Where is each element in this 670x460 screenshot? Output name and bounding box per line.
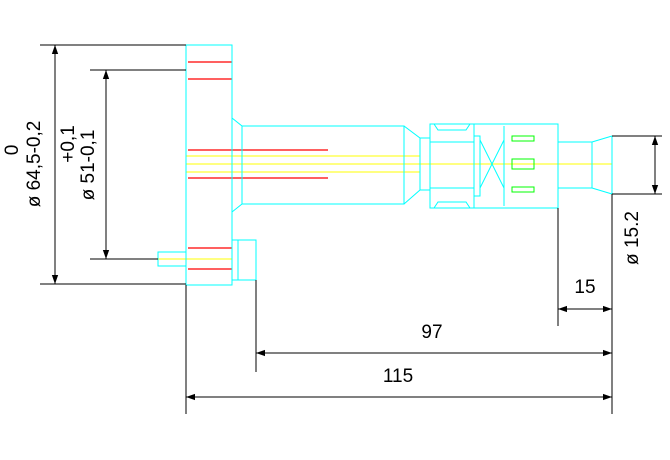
valve-body	[473, 123, 559, 209]
hex-nut-curve-bottom	[433, 201, 471, 209]
hidden-lines	[188, 61, 328, 270]
flange-diameter-label: ø 64,5-0,2	[24, 121, 45, 208]
length-15-label: 15	[574, 277, 595, 298]
bore-diameter-label: ø 51-0,1	[78, 130, 99, 201]
centerlines	[158, 155, 612, 260]
flange	[185, 44, 233, 286]
end-diameter-label: ø 15.2	[622, 211, 643, 265]
marker-bottom	[511, 186, 535, 193]
hex-nut	[429, 123, 475, 209]
pin-head	[231, 239, 257, 281]
marker-top	[511, 135, 535, 142]
marker-middle	[511, 158, 535, 170]
end-tube	[557, 141, 593, 189]
flange-tolerance-upper: 0	[2, 145, 23, 156]
valve-markers	[511, 135, 535, 193]
shaft-taper-top	[403, 125, 430, 139]
length-97-label: 97	[421, 322, 442, 343]
shaft-taper-bottom	[403, 189, 430, 205]
flange-chamfer-top	[231, 117, 243, 213]
valve-body-inner	[474, 135, 481, 197]
length-115-label: 115	[383, 366, 413, 387]
part-outline	[157, 44, 613, 286]
hex-nut-curve-top	[433, 123, 471, 131]
dimension-lines	[40, 44, 662, 414]
end-taper-top	[591, 135, 613, 143]
end-taper-bottom	[591, 187, 613, 195]
valve-x-2	[479, 139, 505, 189]
main-shaft	[241, 125, 405, 205]
bore-tolerance-upper: +0,1	[58, 125, 79, 163]
